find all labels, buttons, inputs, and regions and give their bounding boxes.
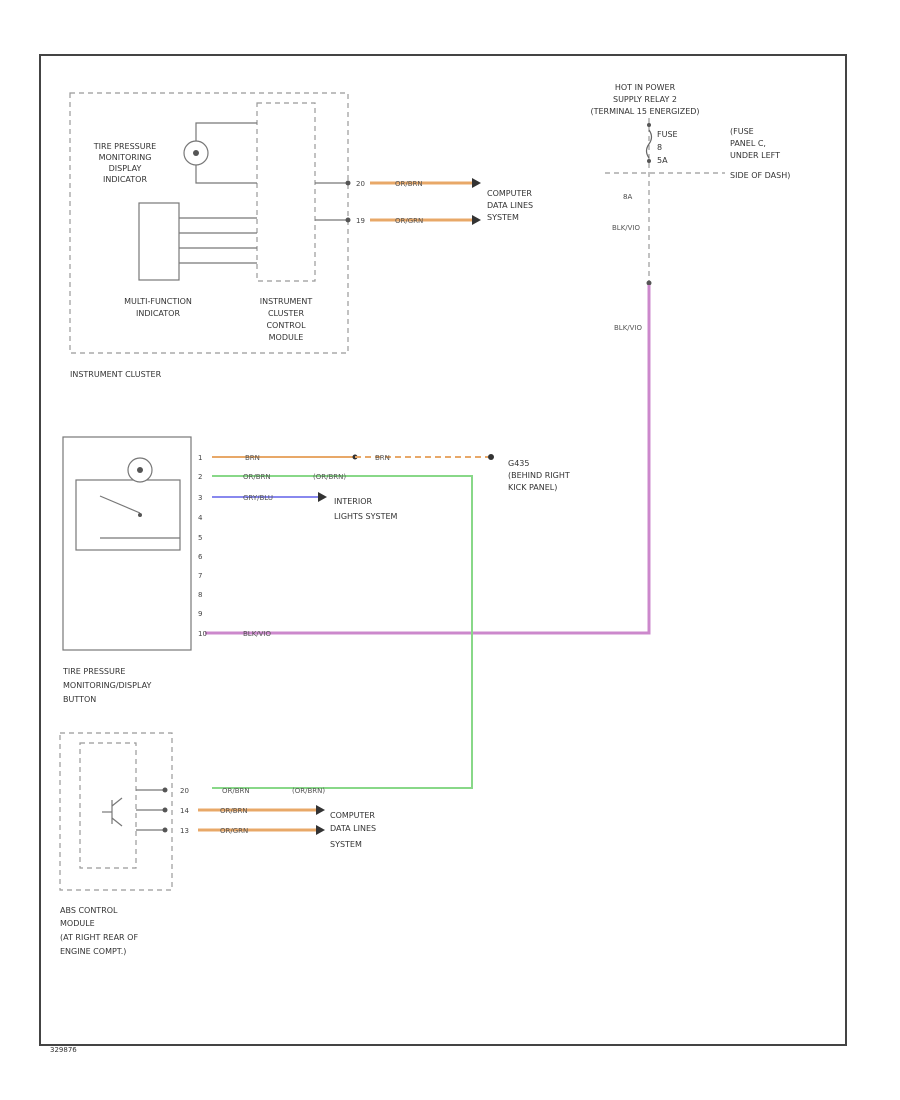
control-module-label-line-2: CLUSTER [268,309,305,318]
cluster-arrow-b [472,215,481,225]
abs-arrow-c [316,825,325,835]
fuse-panel-line-3: UNDER LEFT [730,151,780,160]
button-pin-2: 2 [198,473,202,481]
cluster-pin-19: 19 [356,217,365,225]
button-ground-wire-label-2: BRN [375,454,390,462]
ground-label-line-3: KICK PANEL) [508,483,557,492]
abs-pin-b: 14 [180,807,189,815]
abs-wire-label-a: OR/BRN [222,787,250,795]
tpms-button: 1 2 3 4 5 6 7 8 9 10 BRN BRN G435 (BEHIN… [62,436,570,789]
button-lights-wire-label: GRY/BLU [243,494,273,502]
button-pin-10: 10 [198,630,207,638]
hot-label-line-2: SUPPLY RELAY 2 [613,95,677,104]
abs-dest-line-1: COMPUTER [330,811,375,820]
control-module-label-line-3: CONTROL [266,321,306,330]
abs-pin-a: 20 [180,787,189,795]
instrument-cluster: TIRE PRESSURE MONITORING DISPLAY INDICAT… [69,92,533,379]
control-module-label-line-4: MODULE [269,333,304,342]
button-pin-8: 8 [198,591,202,599]
instrument-cluster-title: INSTRUMENT CLUSTER [70,370,162,379]
fuse-icon [645,129,653,159]
abs-title-line-1: ABS CONTROL [60,906,118,915]
button-pin-3: 3 [198,494,202,502]
tpms-indicator-line-2: MONITORING [99,153,152,162]
button-can-wire-label-2: (OR/BRN) [313,473,346,481]
power-wire-label-1a: BLK/VIO [612,224,641,232]
button-green-can-wire [212,475,473,789]
fuse-amperage: 5A [657,156,668,165]
cluster-pin-20: 20 [356,180,365,188]
abs-title-line-4: ENGINE COMPT.) [60,947,126,956]
button-pin-6: 6 [198,553,203,561]
fuse-panel-line-4: SIDE OF DASH) [730,171,790,180]
control-module-label-line-1: INSTRUMENT [260,297,313,306]
abs-pin-c: 13 [180,827,189,835]
button-pin-1: 1 [198,454,202,462]
abs-control-module: 20 14 13 OR/BRN (OR/BRN) OR/BRN OR/GRN C… [59,732,376,956]
button-pin-5: 5 [198,534,202,542]
abs-dest-line-2: DATA LINES [330,824,376,833]
tpms-indicator-line-1: TIRE PRESSURE [93,142,156,151]
tpms-indicator-line-3: DISPLAY [109,164,142,173]
button-pin-7: 7 [198,572,202,580]
ground-label-line-1: G435 [508,459,529,468]
cluster-dest-line-2: DATA LINES [487,201,533,210]
lights-dest-line-1: INTERIOR [334,497,373,506]
cluster-arrow-a [472,178,481,188]
abs-wire-label-a2: (OR/BRN) [292,787,325,795]
ground-point-icon [488,454,494,460]
abs-title-line-3: (AT RIGHT REAR OF [60,933,138,942]
abs-module-inner [79,742,137,869]
lights-dest-line-2: LIGHTS SYSTEM [334,512,398,521]
tpms-indicator-line-4: INDICATOR [103,175,147,184]
instrument-cluster-outline [69,92,349,354]
button-can-wire-label: OR/BRN [243,473,271,481]
hot-label-line-1: HOT IN POWER [615,83,676,92]
abs-wire-label-c: OR/GRN [220,827,248,835]
multifunction-label-line-2: INDICATOR [136,309,180,318]
cluster-control-module-box [256,102,316,282]
button-power-wire-label: BLK/VIO [243,630,272,638]
abs-arrow-b [316,805,325,815]
multifunction-label-line-1: MULTI-FUNCTION [124,297,192,306]
fuse-pin-label: 8A [623,193,632,201]
button-lights-arrow [318,492,327,502]
power-violet-wire [205,285,651,635]
button-pin-4: 4 [198,514,203,522]
tpms-button-box [62,436,192,651]
diagram-code: 329876 [50,1046,77,1054]
cluster-dest-line-1: COMPUTER [487,189,532,198]
tpms-switch-icon [99,495,141,514]
abs-module-outline [59,732,173,891]
hot-label-line-3: (TERMINAL 15 ENERGIZED) [590,107,699,116]
abs-dest-line-3: SYSTEM [330,840,362,849]
button-pin-9: 9 [198,610,202,618]
fuse-panel-line-2: PANEL C, [730,139,766,148]
button-ground-wire-label: BRN [245,454,260,462]
power-supply: HOT IN POWER SUPPLY RELAY 2 (TERMINAL 15… [205,83,790,635]
tpms-button-switch-area [75,479,181,551]
button-title-line-3: BUTTON [63,695,96,704]
diagram-frame [39,54,847,1046]
multifunction-indicator-box [138,202,180,281]
abs-title-line-2: MODULE [60,919,95,928]
fuse-label: FUSE [657,130,678,139]
fuse-number: 8 [657,143,662,152]
button-title-line-2: MONITORING/DISPLAY [63,681,151,690]
cluster-dest-line-3: SYSTEM [487,213,519,222]
ground-label-line-2: (BEHIND RIGHT [508,471,570,480]
fuse-panel-line-1: (FUSE [730,127,754,136]
power-wire-label-2: BLK/VIO [614,324,643,332]
button-title-line-1: TIRE PRESSURE [62,667,125,676]
cluster-wire-label-b: OR/GRN [395,217,423,225]
cluster-wire-label-a: OR/BRN [395,180,423,188]
abs-wire-label-b: OR/BRN [220,807,248,815]
